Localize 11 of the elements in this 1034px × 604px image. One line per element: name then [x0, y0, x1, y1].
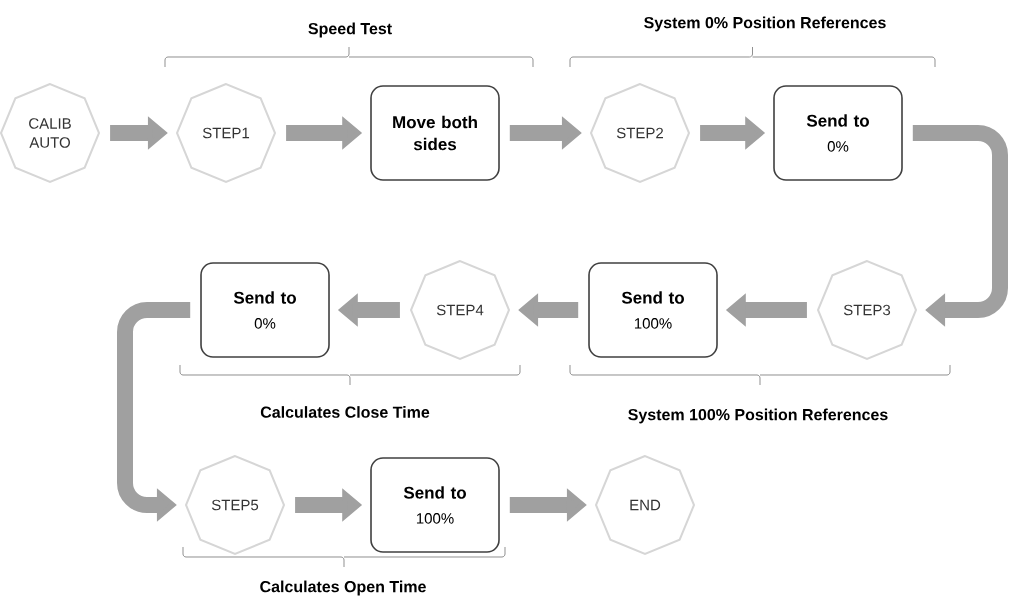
process-box: Send to 100% [370, 457, 500, 553]
process-box: Send to 100% [588, 262, 718, 358]
arrow [912, 125, 1008, 327]
bracket-label: Speed Test [308, 22, 392, 38]
process-box: Send to 0% [773, 85, 903, 181]
process-box: Move both sides [370, 85, 500, 181]
bracket-label: Calculates Close Time [260, 406, 430, 418]
process-box: Send to 0% [200, 262, 330, 358]
bracket-label: Calculates Open Time [260, 580, 426, 596]
bracket-label: System 0% Position References [644, 16, 886, 32]
bracket-label: System 100% Position References [628, 408, 888, 424]
